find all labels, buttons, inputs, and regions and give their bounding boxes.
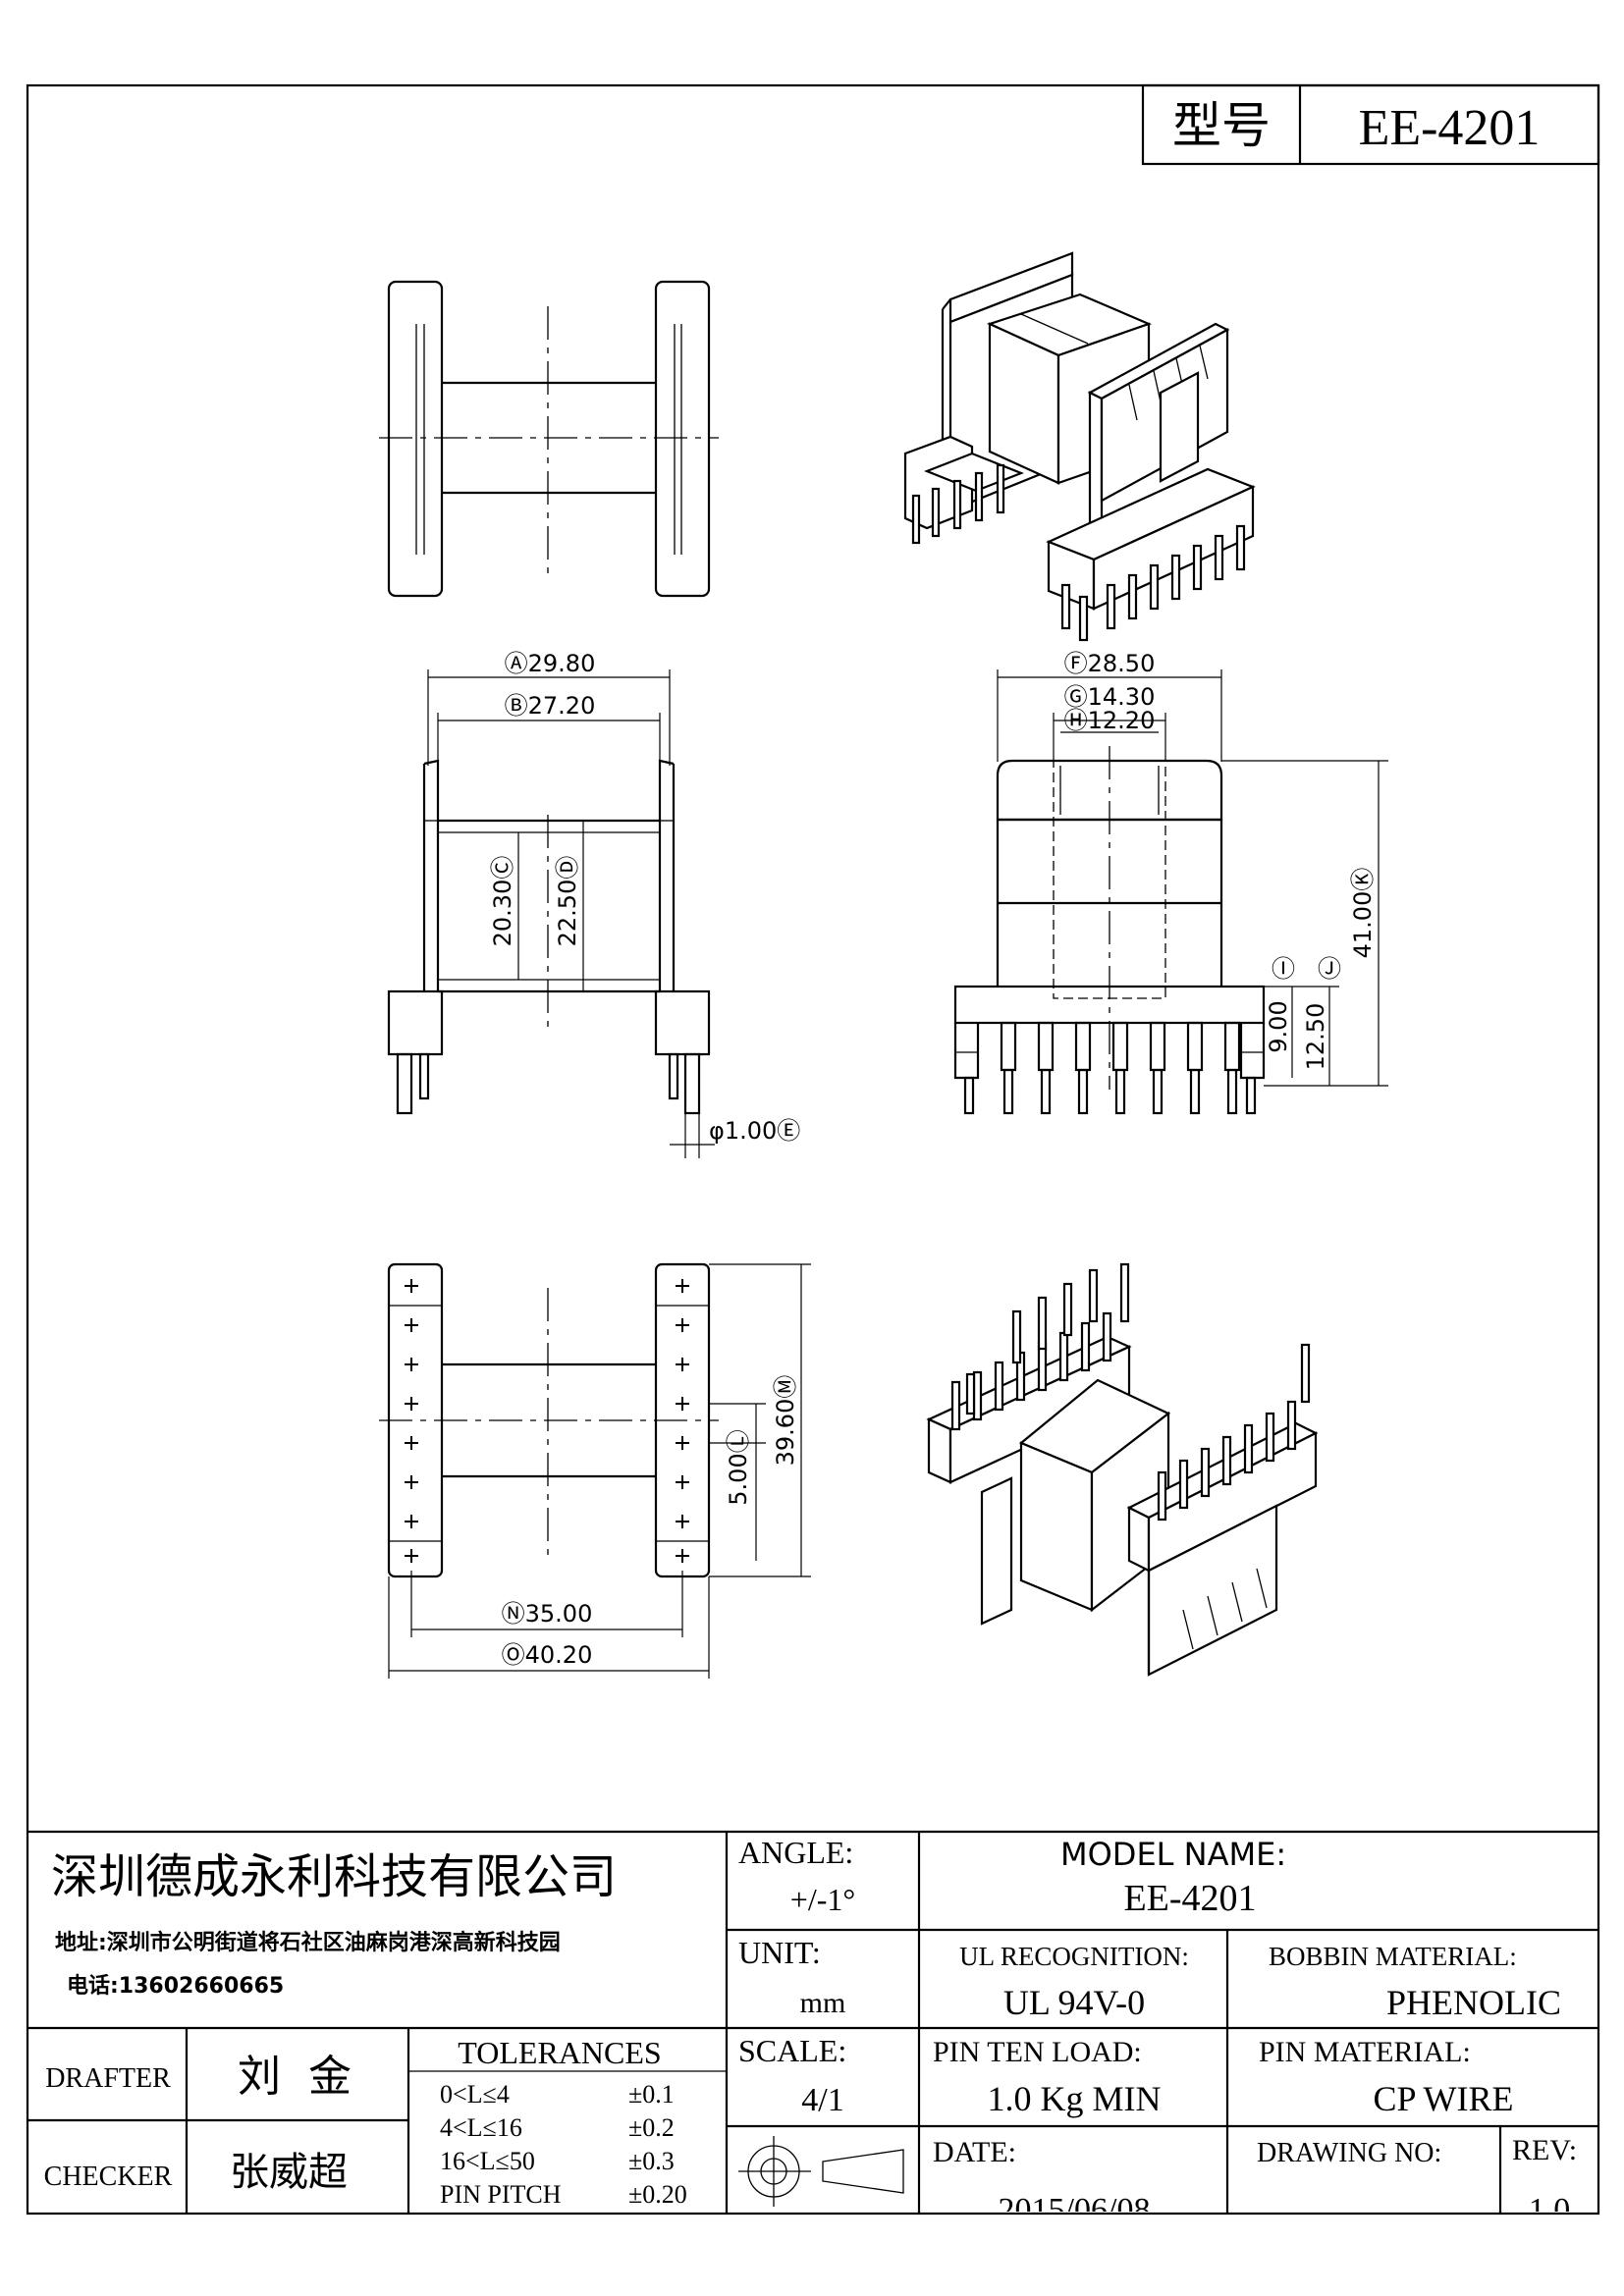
isometric-view-top bbox=[903, 251, 1256, 642]
dim-i-value: 9.00 bbox=[1265, 1000, 1292, 1052]
dim-a: Ⓐ29.80 bbox=[505, 650, 596, 677]
company-name: 深圳德成永利科技有限公司 bbox=[51, 1849, 617, 1904]
dim-n: Ⓝ35.00 bbox=[502, 1600, 593, 1628]
angle-value: +/-1° bbox=[790, 1882, 855, 1917]
dim-l: 5.00Ⓛ bbox=[725, 1429, 752, 1505]
tolerance-range: 16<L≤50 bbox=[440, 2147, 535, 2175]
title-block bbox=[27, 1830, 1598, 2214]
tolerance-value: ±0.20 bbox=[628, 2180, 687, 2209]
model-header: 型号 EE-4201 bbox=[1141, 83, 1600, 166]
bobbin-material-value: PHENOLIC bbox=[1386, 1983, 1561, 2022]
tolerance-range: PIN PITCH bbox=[440, 2180, 562, 2209]
company-address: 地址:深圳市公明街道将石社区油麻岗港深高新科技园 bbox=[55, 1930, 561, 1955]
checker-label: CHECKER bbox=[44, 2162, 173, 2192]
dim-c: 20.30Ⓒ bbox=[489, 856, 516, 947]
tolerance-range: 0<L≤4 bbox=[440, 2080, 510, 2109]
projection-symbol-icon bbox=[738, 2136, 904, 2207]
angle-label: ANGLE: bbox=[738, 1835, 853, 1870]
dim-i-label: Ⓘ bbox=[1272, 955, 1295, 983]
tolerance-value: ±0.2 bbox=[628, 2113, 675, 2142]
tolerance-value: ±0.1 bbox=[628, 2080, 675, 2109]
front-view: Ⓕ28.50 Ⓖ14.30 Ⓗ12.20 41.00Ⓚ Ⓘ Ⓙ 9.00 12.… bbox=[953, 650, 1388, 1115]
sheet-border bbox=[26, 83, 1600, 2216]
company-phone: 电话:13602660665 bbox=[67, 1974, 284, 1999]
tolerance-value: ±0.3 bbox=[628, 2147, 675, 2175]
ul-label: UL RECOGNITION: bbox=[959, 1942, 1189, 1971]
bottom-pin-marks bbox=[405, 1279, 689, 1563]
drafter-value: 刘 金 bbox=[238, 2052, 352, 2102]
rev-value: 1.0 bbox=[1529, 2192, 1571, 2228]
checker-value: 张威超 bbox=[230, 2150, 348, 2195]
top-view bbox=[379, 280, 719, 598]
dim-j-label: Ⓙ bbox=[1318, 955, 1341, 983]
drafter-label: DRAFTER bbox=[45, 2063, 171, 2094]
pin-load-label: PIN TEN LOAD: bbox=[933, 2036, 1142, 2068]
model-name-label: MODEL NAME: bbox=[1060, 1836, 1286, 1873]
dim-j-value: 12.50 bbox=[1302, 1003, 1329, 1071]
rev-label: REV: bbox=[1512, 2134, 1577, 2166]
pin-material-label: PIN MATERIAL: bbox=[1259, 2036, 1471, 2068]
dim-f: Ⓕ28.50 bbox=[1064, 650, 1156, 677]
dim-b: Ⓑ27.20 bbox=[505, 692, 596, 720]
scale-label: SCALE: bbox=[738, 2033, 846, 2068]
model-header-label: 型号 bbox=[1172, 97, 1271, 154]
isometric-view-bottom bbox=[926, 1262, 1319, 1677]
date-value: 2015/06/08 bbox=[999, 2192, 1151, 2228]
drawing-no-label: DRAWING NO: bbox=[1257, 2138, 1441, 2168]
tolerances-label: TOLERANCES bbox=[458, 2035, 661, 2070]
dim-m: 39.60Ⓜ bbox=[772, 1375, 799, 1467]
side-view: Ⓐ29.80 Ⓑ27.20 20.30Ⓒ 22.50Ⓓ φ1.00Ⓔ bbox=[387, 650, 800, 1158]
dim-d: 22.50Ⓓ bbox=[554, 856, 581, 947]
bottom-view: 5.00Ⓛ 39.60Ⓜ Ⓝ35.00 Ⓞ40.20 bbox=[379, 1262, 811, 1679]
front-pins bbox=[963, 1021, 1257, 1115]
dim-k: 41.00Ⓚ bbox=[1349, 868, 1377, 959]
tolerance-range: 4<L≤16 bbox=[440, 2113, 522, 2142]
dim-h: Ⓗ12.20 bbox=[1064, 707, 1156, 734]
bobbin-material-label: BOBBIN MATERIAL: bbox=[1269, 1942, 1517, 1971]
ul-value: UL 94V-0 bbox=[1003, 1983, 1145, 2022]
model-name-value: EE-4201 bbox=[1123, 1878, 1256, 1919]
pin-material-value: CP WIRE bbox=[1373, 2079, 1513, 2118]
pin-load-value: 1.0 Kg MIN bbox=[988, 2079, 1162, 2118]
scale-value: 4/1 bbox=[801, 2082, 843, 2118]
dim-o: Ⓞ40.20 bbox=[502, 1641, 593, 1669]
unit-label: UNIT: bbox=[738, 1935, 821, 1970]
unit-value: mm bbox=[800, 1987, 846, 2019]
dim-e: φ1.00Ⓔ bbox=[709, 1117, 800, 1145]
dim-g: Ⓖ14.30 bbox=[1064, 683, 1156, 711]
model-header-value: EE-4201 bbox=[1359, 100, 1541, 156]
date-label: DATE: bbox=[933, 2136, 1016, 2168]
